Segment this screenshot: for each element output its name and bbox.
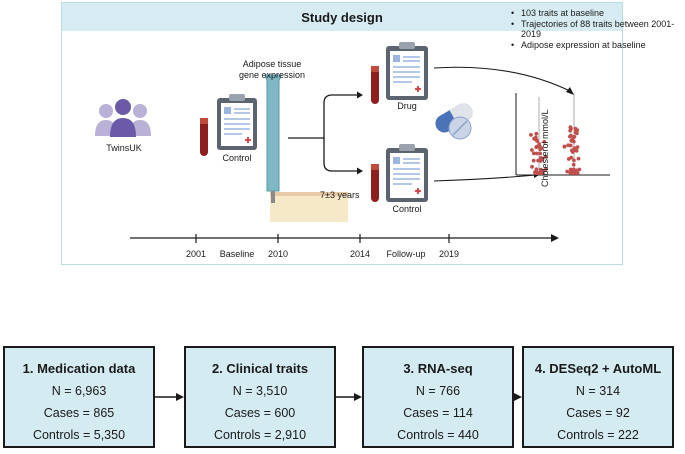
scatter-dot <box>562 144 567 149</box>
scatter-dot <box>531 158 536 163</box>
outcome-item: 103 traits at baseline <box>511 8 681 19</box>
blood-tube-drug-icon <box>371 66 379 104</box>
biopsy-needle-icon <box>264 74 348 222</box>
scatter-dot <box>534 167 539 172</box>
scatter-dot <box>574 148 579 153</box>
box-n: N = 314 <box>575 384 621 398</box>
box-title: 1. Medication data <box>22 361 136 376</box>
study-design-panel: Study design <box>61 2 674 265</box>
outcome-list: 103 traits at baseline Trajectories of 8… <box>511 8 681 50</box>
box-title: 2. Clinical traits <box>211 361 309 376</box>
timeline-tick-2014: 2014 <box>349 249 371 259</box>
scatter-dot <box>535 144 539 149</box>
branch-arrows <box>288 91 363 175</box>
drug-label: Drug <box>397 101 417 111</box>
outcome-item: Trajectories of 88 traits between 2001-2… <box>511 19 681 40</box>
scatter-dot <box>573 130 578 135</box>
scatter-dot <box>572 158 576 163</box>
box-controls: Controls = 2,910 <box>213 428 307 442</box>
scatter-dot <box>530 148 534 152</box>
scatter-dot <box>575 145 580 150</box>
scatter-dot <box>571 162 576 167</box>
scatter-dot <box>538 151 542 156</box>
scatter-dot <box>534 171 539 175</box>
scatter-dot <box>540 157 545 162</box>
scatter-dot <box>534 151 539 156</box>
scatter-dot <box>530 164 534 169</box>
pipeline-box-rnaseq: 3. RNA-seq N = 766 Cases = 114 Controls … <box>362 346 514 448</box>
timeline-tick-baseline: Baseline <box>219 249 255 259</box>
pills-icon <box>435 103 473 140</box>
scatter-plot <box>515 93 610 176</box>
cohort-label: TwinsUK <box>106 143 142 153</box>
box-cases: Cases = 114 <box>403 406 473 420</box>
box-n: N = 6,963 <box>51 384 107 398</box>
scatter-dot <box>576 156 581 161</box>
clipboard-control-icon <box>386 144 428 202</box>
scatter-dot <box>541 171 545 175</box>
scatter-dot <box>568 167 573 172</box>
box-cases: Cases = 92 <box>566 406 630 420</box>
box-title: 4. DESeq2 + AutoML <box>534 361 662 376</box>
timeline-axis <box>130 234 559 243</box>
box-controls: Controls = 5,350 <box>32 428 126 442</box>
scatter-dot <box>539 146 544 151</box>
box-n: N = 3,510 <box>232 384 288 398</box>
scatter-dot <box>542 139 547 144</box>
scatter-dot <box>534 131 539 136</box>
biopsy-label-line1: Adipose tissue <box>242 59 302 69</box>
scatter-dot <box>529 133 533 137</box>
scatter-dot <box>566 143 571 148</box>
followup-control-label: Control <box>392 204 422 214</box>
scatter-dot <box>569 133 573 138</box>
pipeline-box-deseq: 4. DESeq2 + AutoML N = 314 Cases = 92 Co… <box>522 346 674 448</box>
scatter-dot <box>533 135 538 140</box>
scatter-dot <box>570 138 575 142</box>
timeline-tick-2019: 2019 <box>438 249 460 259</box>
people-icon <box>95 99 151 137</box>
clipboard-baseline-icon <box>217 94 257 150</box>
pipeline-box-medication: 1. Medication data N = 6,963 Cases = 865… <box>3 346 155 448</box>
baseline-control-label: Control <box>222 153 252 163</box>
scatter-dot <box>531 151 536 156</box>
scatter-dot <box>565 169 570 174</box>
scatter-dot <box>571 167 576 172</box>
timeline-tick-2001: 2001 <box>185 249 207 259</box>
scatter-dot <box>543 154 548 159</box>
timeline-tick-followup: Follow-up <box>386 249 426 259</box>
pipeline-box-clinical: 2. Clinical traits N = 3,510 Cases = 600… <box>184 346 336 448</box>
scatter-dot <box>568 125 573 130</box>
box-n: N = 766 <box>415 384 461 398</box>
biopsy-label-line2: gene expression <box>238 70 306 80</box>
scatter-dot <box>577 167 582 172</box>
scatter-dot <box>572 146 577 151</box>
scatter-dot <box>572 134 577 139</box>
box-controls: Controls = 440 <box>397 428 479 442</box>
timeline-tick-2010: 2010 <box>267 249 289 259</box>
blood-tube-baseline-icon <box>200 118 208 156</box>
clipboard-drug-icon <box>386 42 428 100</box>
study-design-illustration <box>95 42 610 243</box>
scatter-dot <box>544 167 548 171</box>
scatter-dot <box>568 128 573 133</box>
blood-tube-followup-icon <box>371 164 379 202</box>
scatter-dot <box>566 157 571 161</box>
box-controls: Controls = 222 <box>557 428 639 442</box>
scatter-dot <box>571 171 575 175</box>
box-title: 3. RNA-seq <box>403 361 473 376</box>
scatter-dot <box>575 171 580 175</box>
outcome-item: Adipose expression at baseline <box>511 40 681 51</box>
box-cases: Cases = 600 <box>224 406 296 420</box>
box-cases: Cases = 865 <box>43 406 115 420</box>
interval-label: 7±3 years <box>320 190 360 200</box>
scatter-dot <box>570 148 574 153</box>
panel-title: Study design <box>301 9 383 25</box>
